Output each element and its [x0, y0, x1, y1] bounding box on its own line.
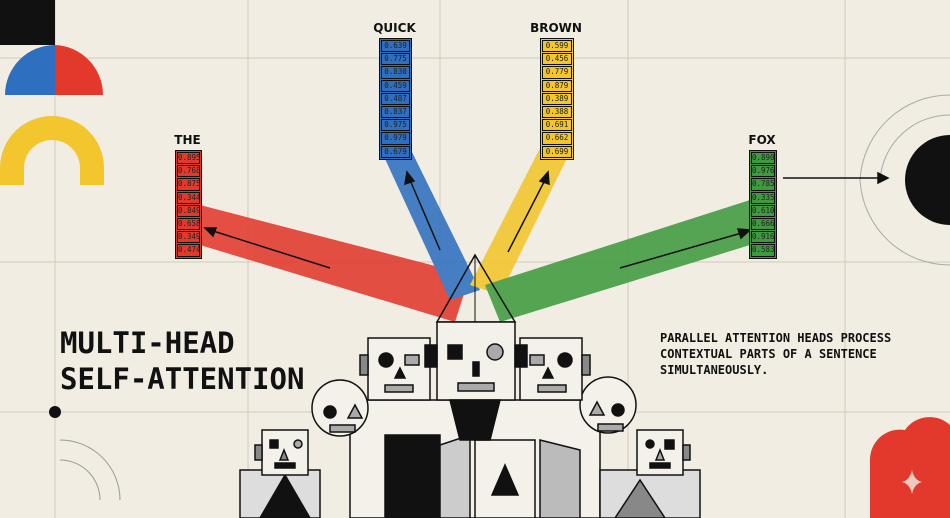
black-half-circle [905, 135, 950, 225]
token-label-the: THE [174, 133, 201, 147]
attention-beams [200, 148, 750, 322]
vector-cell: 0.658 [177, 217, 201, 231]
arc-lines-right [859, 94, 950, 266]
vector-cell: 0.666 [751, 217, 775, 231]
vector-cell: 0.474 [177, 244, 201, 257]
blue-quarter-circle [5, 45, 55, 95]
vector-cell: 0.610 [751, 204, 775, 217]
vector-cell: 0.779 [542, 66, 572, 79]
robot-head-round-left [311, 379, 369, 437]
red-cloud [869, 417, 950, 518]
green-beam [485, 200, 750, 322]
vector-cell: 0.599 [542, 40, 572, 53]
vector-cell: 0.785 [751, 178, 775, 191]
vector-cell: 0.335 [751, 191, 775, 204]
vector-cell: 0.349 [177, 231, 201, 244]
vector-cell: 0.583 [751, 244, 775, 257]
vector-cell: 0.344 [177, 191, 201, 204]
vector-cell: 0.975 [381, 119, 410, 132]
vector-cell: 0.837 [381, 105, 410, 119]
vector-cell: 0.979 [381, 132, 410, 145]
vector-cell: 0.768 [177, 165, 201, 178]
token-label-brown: BROWN [530, 21, 582, 35]
caption-text: PARALLEL ATTENTION HEADS PROCESS CONTEXT… [660, 331, 892, 377]
arc-lines-left [59, 439, 121, 501]
vector-cell: 0.679 [381, 145, 410, 158]
vector-cell: 0.976 [751, 165, 775, 178]
black-square-decoration [0, 0, 55, 45]
vector-cell: 0.830 [381, 66, 410, 79]
robot-crowd [239, 321, 701, 518]
vector-cell: 0.895 [177, 152, 201, 165]
vector-cell: 0.459 [381, 79, 410, 92]
vector-cell: 0.890 [751, 152, 775, 165]
page-title: MULTI-HEAD SELF-ATTENTION [60, 325, 304, 397]
red-beam [200, 205, 470, 322]
robot-head-round-right [579, 376, 637, 434]
token-label-fox: FOX [748, 133, 776, 147]
vector-cell: 0.879 [542, 79, 572, 92]
blue-beam [380, 148, 480, 300]
vector-cell: 0.916 [751, 231, 775, 244]
vector-cell: 0.487 [381, 92, 410, 105]
vector-cell: 0.875 [177, 178, 201, 191]
black-dot [49, 406, 61, 418]
vector-cell: 0.691 [542, 119, 572, 132]
vector-cell: 0.389 [542, 92, 572, 105]
title-line-1: MULTI-HEAD [60, 326, 235, 360]
vector-cell: 0.699 [542, 145, 572, 158]
yellow-arch [0, 116, 104, 185]
vector-cell: 0.849 [177, 204, 201, 217]
token-label-quick: QUICK [373, 21, 416, 35]
vector-cell: 0.388 [542, 105, 572, 119]
vector-cell: 0.662 [542, 132, 572, 145]
sparkle-icon [902, 470, 922, 494]
red-half-circle [55, 45, 104, 95]
vector-cell: 0.775 [381, 53, 410, 66]
vector-cell: 0.456 [542, 53, 572, 66]
vector-cell: 0.639 [381, 40, 410, 53]
arrows [203, 170, 890, 269]
title-line-2: SELF-ATTENTION [60, 362, 305, 396]
yellow-beam [470, 148, 572, 295]
